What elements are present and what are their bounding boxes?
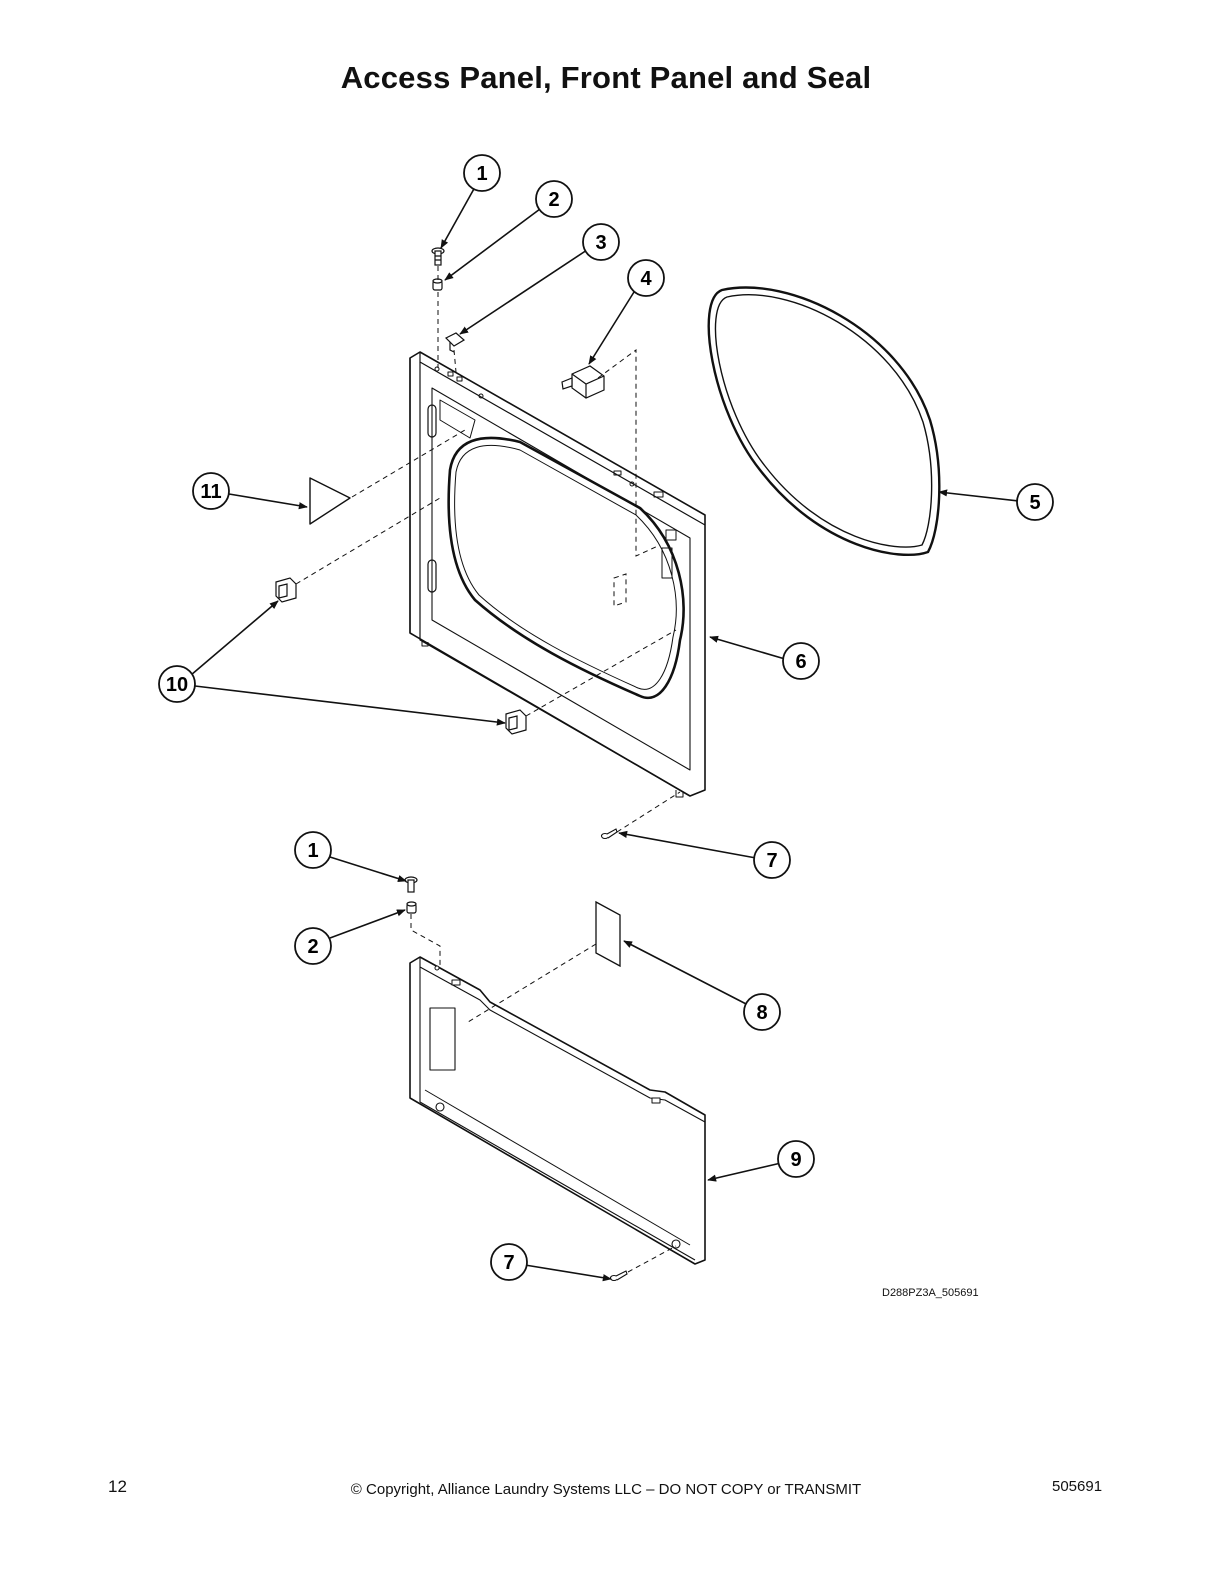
svg-text:4: 4 — [640, 268, 652, 290]
svg-text:8: 8 — [756, 1002, 767, 1024]
callout-7-lower: 7 — [490, 1243, 528, 1281]
copyright-notice: © Copyright, Alliance Laundry Systems LL… — [350, 1481, 862, 1498]
svg-text:5: 5 — [1029, 492, 1040, 514]
warning-label-triangle — [309, 477, 351, 525]
callout-8: 8 — [743, 993, 781, 1031]
page-number: 12 — [108, 1477, 127, 1496]
clip — [444, 332, 466, 353]
screw-front-panel — [600, 828, 618, 840]
page-title: Access Panel, Front Panel and Seal — [340, 60, 872, 95]
callout-9: 9 — [777, 1140, 815, 1178]
svg-text:1: 1 — [476, 163, 487, 185]
callout-2-lower: 2 — [294, 927, 332, 965]
document-number: 505691 — [1052, 1478, 1103, 1495]
svg-text:2: 2 — [307, 936, 318, 958]
svg-text:7: 7 — [503, 1252, 514, 1274]
callout-2-top: 2 — [535, 180, 573, 218]
callout-6: 6 — [782, 642, 820, 680]
spacer-lower — [406, 901, 417, 914]
front-panel — [409, 351, 706, 798]
callout-7-upper: 7 — [753, 841, 791, 879]
callout-1-top: 1 — [463, 154, 501, 192]
diagram-code: D288PZ3A_505691 — [882, 1287, 979, 1299]
screw-top — [431, 247, 445, 266]
bumper-upper — [275, 577, 297, 603]
callout-11: 11 — [192, 472, 230, 510]
svg-text:9: 9 — [790, 1149, 801, 1171]
svg-text:11: 11 — [200, 481, 221, 503]
svg-text:3: 3 — [595, 232, 606, 254]
callout-3: 3 — [582, 223, 620, 261]
callout-5: 5 — [1016, 483, 1054, 521]
screw-lower — [404, 876, 418, 893]
callout-1-lower: 1 — [294, 831, 332, 869]
svg-text:7: 7 — [766, 850, 777, 872]
assembly-guide-lines — [295, 266, 681, 1273]
screw-access-panel — [609, 1270, 628, 1282]
spacer-top — [432, 278, 443, 291]
svg-text:6: 6 — [795, 651, 806, 673]
access-panel-label — [595, 900, 621, 968]
callout-10: 10 — [158, 665, 196, 703]
door-switch — [561, 365, 605, 399]
access-panel — [409, 956, 706, 1265]
callout-4: 4 — [627, 259, 665, 297]
bumper-lower — [505, 709, 527, 735]
svg-text:1: 1 — [307, 840, 318, 862]
leader-lines — [190, 186, 1020, 1282]
door-seal — [707, 286, 941, 556]
svg-text:10: 10 — [166, 674, 188, 696]
svg-text:2: 2 — [548, 189, 559, 211]
